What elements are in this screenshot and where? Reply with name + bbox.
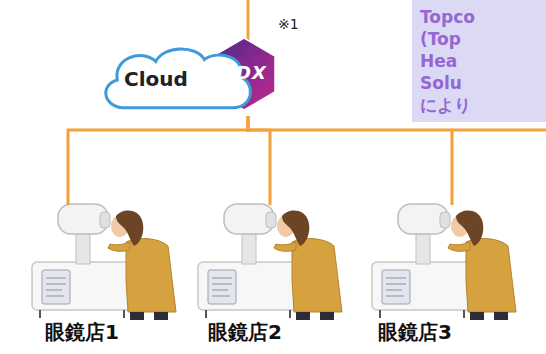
logo-text: RDX	[220, 62, 268, 83]
footnote-mark: ※1	[278, 16, 299, 32]
store-node: 眼鏡店3	[335, 205, 495, 350]
network-line	[68, 116, 248, 205]
network-line	[248, 116, 452, 205]
note-box: Topco (Top Hea Solu により	[412, 0, 546, 122]
store-node: 眼鏡店2	[165, 205, 325, 350]
node-text: 眼鏡店3	[378, 319, 452, 346]
node-text: Topco (Top Hea Solu により	[420, 6, 484, 116]
node-text: 眼鏡店1	[45, 319, 119, 346]
node-text: Cloud	[124, 67, 228, 91]
node-text: 眼鏡店2	[208, 319, 282, 346]
store-node: 眼鏡店1	[2, 205, 162, 350]
